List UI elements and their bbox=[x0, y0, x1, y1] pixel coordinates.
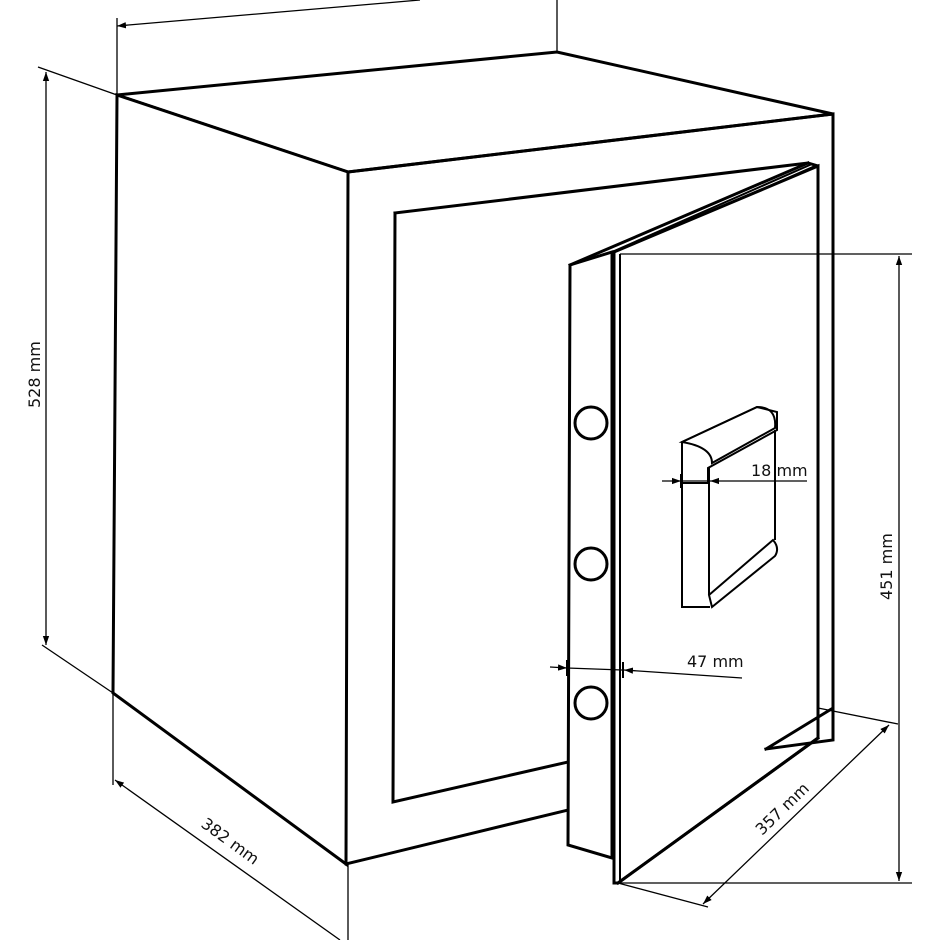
handle-left-post bbox=[681, 442, 710, 608]
handle bbox=[678, 405, 779, 609]
door-width-label: 357 mm bbox=[752, 779, 813, 839]
door-thickness-label: 47 mm bbox=[687, 652, 744, 671]
height-label: 528 mm bbox=[25, 341, 44, 408]
door-top-edge bbox=[568, 161, 810, 267]
depth-label: 382 mm bbox=[198, 814, 263, 869]
door bbox=[566, 161, 835, 886]
safe-body bbox=[111, 50, 835, 867]
side-face bbox=[111, 92, 350, 867]
bolt-icon bbox=[573, 685, 609, 721]
bolt-icon bbox=[573, 546, 609, 582]
dimension-height: 528 mm bbox=[25, 66, 118, 694]
front-face-bottom bbox=[344, 808, 570, 866]
bolt-icon bbox=[573, 405, 609, 441]
handle-top-rounded bbox=[678, 405, 777, 465]
dimension-door-thickness: 47 mm bbox=[549, 652, 744, 679]
door-panel bbox=[612, 163, 820, 885]
front-face-top-right bbox=[346, 112, 835, 710]
dimension-handle-depth: 18 mm bbox=[662, 461, 808, 488]
dimension-width bbox=[116, 0, 558, 95]
opening-left-bottom bbox=[391, 211, 570, 804]
door-height-label: 451 mm bbox=[877, 533, 896, 600]
handle-depth-label: 18 mm bbox=[751, 461, 808, 480]
handle-bottom-bar bbox=[707, 538, 779, 609]
